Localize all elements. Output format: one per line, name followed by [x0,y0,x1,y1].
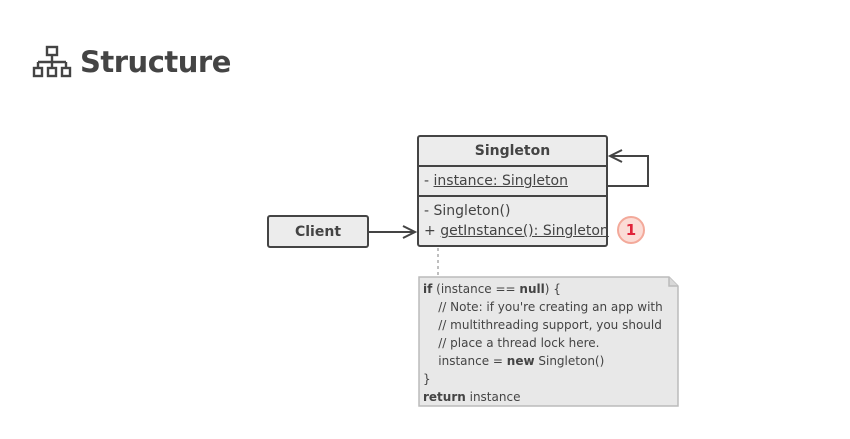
code-keyword: return [423,390,466,404]
method-text: Singleton() [433,203,511,219]
code-line: // place a thread lock here. [423,334,663,352]
client-to-singleton-arrowhead [402,225,418,239]
step-number-badge: 1 [617,216,645,244]
section-heading: Structure [32,42,231,82]
class-name-section: Singleton [419,137,606,167]
code-line: } [423,370,663,388]
code-line: // multithreading support, you should [423,316,663,334]
code-text: // multithreading support, you should [423,318,662,332]
code-text: ) { [544,282,561,296]
note-code: if (instance == null) { // Note: if you'… [423,280,663,406]
code-keyword: if [423,282,433,296]
self-reference-arrow [608,155,649,187]
code-line: // Note: if you're creating an app with [423,298,663,316]
code-note: if (instance == null) { // Note: if you'… [418,276,679,407]
code-text: // place a thread lock here. [423,336,600,350]
field-prefix: - [424,173,434,189]
badge-number: 1 [625,221,637,239]
client-label: Client [294,223,342,240]
code-text: instance [465,390,521,404]
code-keyword: new [506,354,535,368]
code-line: return instance [423,388,663,406]
code-text: (instance == [432,282,520,296]
method-prefix: + [424,223,441,239]
method-get-instance: + getInstance(): Singleton [424,222,609,240]
field-instance: instance: Singleton [433,173,568,189]
structure-diagram-icon [32,45,72,78]
page-title: Structure [80,45,231,79]
code-text: // Note: if you're creating an app with [423,300,663,314]
code-text: instance = [423,354,507,368]
method-constructor: - Singleton() [424,202,510,220]
code-line: if (instance == null) { [423,280,663,298]
client-class-box: Client [267,215,369,248]
code-keyword: null [519,282,545,296]
method-prefix: - [424,203,434,219]
class-name: Singleton [474,143,551,159]
code-text: Singleton() [534,354,605,368]
self-reference-arrowhead [607,149,623,163]
class-fields-section: - instance: Singleton [419,167,606,197]
code-text: } [423,372,431,386]
class-methods-section: - Singleton() + getInstance(): Singleton [419,197,609,247]
singleton-class-box: Singleton - instance: Singleton - Single… [417,135,609,247]
note-shape [418,276,679,407]
method-text: getInstance(): Singleton [440,223,609,239]
code-line: instance = new Singleton() [423,352,663,370]
